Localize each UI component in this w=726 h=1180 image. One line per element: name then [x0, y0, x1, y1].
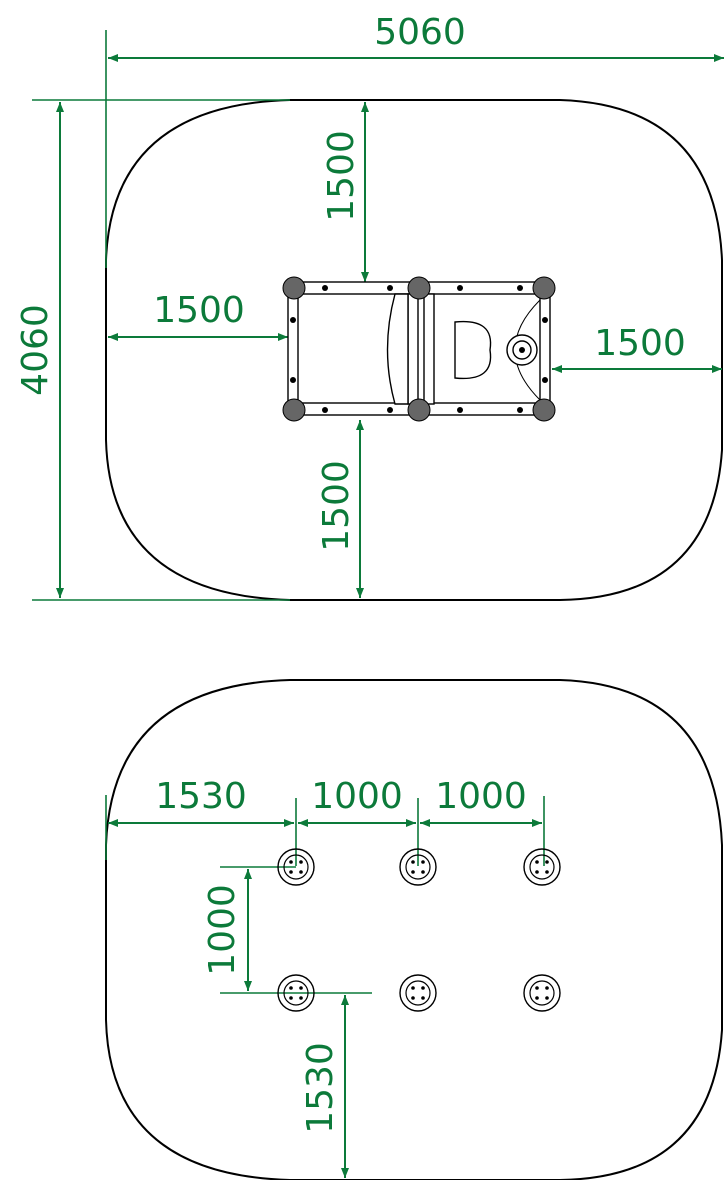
- footing-6: [523, 974, 561, 1012]
- seat-panel: [386, 293, 409, 405]
- dim-spacing-1: 1000: [311, 776, 403, 817]
- equipment-plan: [282, 276, 556, 422]
- frame-side-left: [287, 289, 299, 409]
- footing-3: [523, 848, 561, 886]
- dim-spacing-2: 1000: [435, 776, 527, 817]
- corner-post-3: [532, 276, 556, 300]
- corner-post-6: [532, 398, 556, 422]
- footings: [277, 848, 561, 1012]
- steering-wheel-hub: [519, 347, 525, 353]
- bolts: [290, 285, 548, 413]
- dim-bottom-offset: 1530: [300, 1042, 341, 1134]
- corner-post-2: [407, 276, 431, 300]
- footing-4: [277, 974, 315, 1012]
- dim-left-offset: 1530: [155, 776, 247, 817]
- dim-overall-depth: 4060: [15, 304, 56, 396]
- footing-1: [277, 848, 315, 886]
- corner-post-4: [282, 398, 306, 422]
- dim-clearance-top: 1500: [321, 130, 362, 222]
- corner-post-1: [282, 276, 306, 300]
- saddle: [454, 320, 492, 380]
- inner-bar-2: [423, 293, 435, 405]
- corner-post-5: [407, 398, 431, 422]
- top-view: 5060 4060 1500 1500 1500 1500: [15, 12, 724, 601]
- foundation-view: 1530 1000 1000 1000 1530: [105, 679, 723, 1180]
- dim-clearance-right: 1500: [594, 323, 686, 364]
- dim-clearance-bottom: 1500: [316, 460, 357, 552]
- inner-bar-1: [407, 293, 419, 405]
- dim-row-spacing: 1000: [202, 884, 243, 976]
- footing-2: [399, 848, 437, 886]
- footing-5: [399, 974, 437, 1012]
- frame-side-right: [539, 289, 551, 409]
- foundation-area-outline: [105, 679, 723, 1180]
- dim-clearance-left: 1500: [153, 290, 245, 331]
- dim-overall-width: 5060: [374, 12, 466, 53]
